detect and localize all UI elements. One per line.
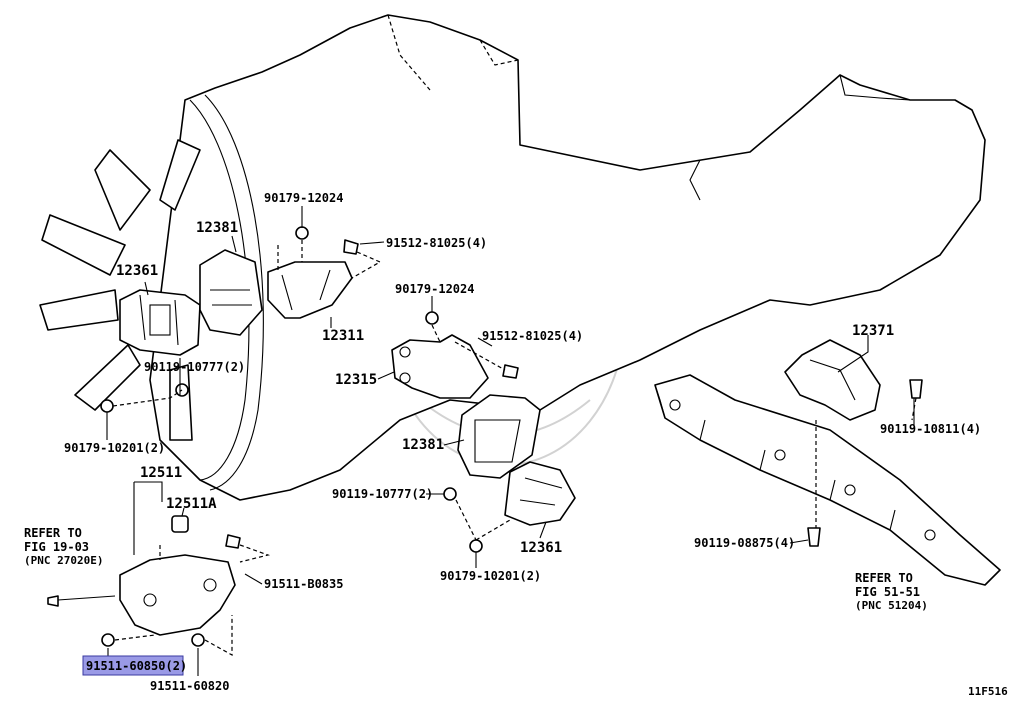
label-90179-12024-a[interactable]: 90179-12024 bbox=[264, 191, 343, 205]
figure-code: 11F516 bbox=[968, 685, 1008, 698]
transmission-housing bbox=[149, 14, 986, 501]
insulator-12381-left bbox=[199, 249, 263, 336]
label-90119-08875[interactable]: 90119-08875(4) bbox=[694, 536, 795, 550]
cooling-fan bbox=[39, 139, 201, 441]
part-labels[interactable]: 12381 12361 90179-12024 91512-81025(4) 1… bbox=[64, 191, 981, 693]
label-12511a[interactable]: 12511A bbox=[166, 496, 217, 512]
reference-a-line2[interactable]: FIG 19-03 bbox=[24, 540, 89, 554]
label-12381-center[interactable]: 12381 bbox=[402, 437, 444, 453]
label-90119-10811[interactable]: 90119-10811(4) bbox=[880, 422, 981, 436]
insulator-12381-center bbox=[457, 394, 541, 479]
mount-12361-left bbox=[119, 289, 201, 356]
reference-a-line1: REFER TO bbox=[24, 526, 82, 540]
label-90179-10201-a[interactable]: 90179-10201(2) bbox=[64, 441, 165, 455]
label-91512-81025-b[interactable]: 91512-81025(4) bbox=[482, 329, 583, 343]
bracket-12511 bbox=[119, 515, 236, 636]
label-12511[interactable]: 12511 bbox=[140, 465, 182, 481]
label-12361-center[interactable]: 12361 bbox=[520, 540, 562, 556]
selected-part-highlight bbox=[82, 655, 184, 676]
fasteners bbox=[47, 226, 923, 647]
reference-b-line3: (PNC 51204) bbox=[855, 599, 928, 612]
label-90179-12024-b[interactable]: 90179-12024 bbox=[395, 282, 474, 296]
reference-a-line3: (PNC 27020E) bbox=[24, 554, 103, 567]
label-12371[interactable]: 12371 bbox=[852, 323, 894, 339]
reference-notes: REFER TO FIG 19-03 (PNC 27020E) REFER TO… bbox=[24, 526, 928, 612]
label-90119-10777-a[interactable]: 90119-10777(2) bbox=[144, 360, 245, 374]
label-12381-left[interactable]: 12381 bbox=[196, 220, 238, 236]
reference-b-line2[interactable]: FIG 51-51 bbox=[855, 585, 920, 599]
mount-12371 bbox=[784, 339, 881, 421]
reference-b-line1: REFER TO bbox=[855, 571, 913, 585]
label-91511-b0835[interactable]: 91511-B0835 bbox=[264, 577, 343, 591]
label-91511-60850[interactable]: 91511-60850(2) bbox=[86, 659, 187, 673]
label-91512-81025-a[interactable]: 91512-81025(4) bbox=[386, 236, 487, 250]
label-90179-10201-b[interactable]: 90179-10201(2) bbox=[440, 569, 541, 583]
label-91511-60820[interactable]: 91511-60820 bbox=[150, 679, 229, 693]
bracket-12315 bbox=[391, 334, 489, 399]
label-90119-10777-b[interactable]: 90119-10777(2) bbox=[332, 487, 433, 501]
mount-12361-center bbox=[504, 461, 576, 526]
alignment-lines bbox=[112, 240, 917, 657]
leader-lines bbox=[106, 206, 915, 676]
label-12315[interactable]: 12315 bbox=[335, 372, 377, 388]
frame-crossmember bbox=[654, 374, 1001, 586]
label-12311[interactable]: 12311 bbox=[322, 328, 364, 344]
bracket-12311 bbox=[267, 261, 353, 319]
label-12361-left[interactable]: 12361 bbox=[116, 263, 158, 279]
